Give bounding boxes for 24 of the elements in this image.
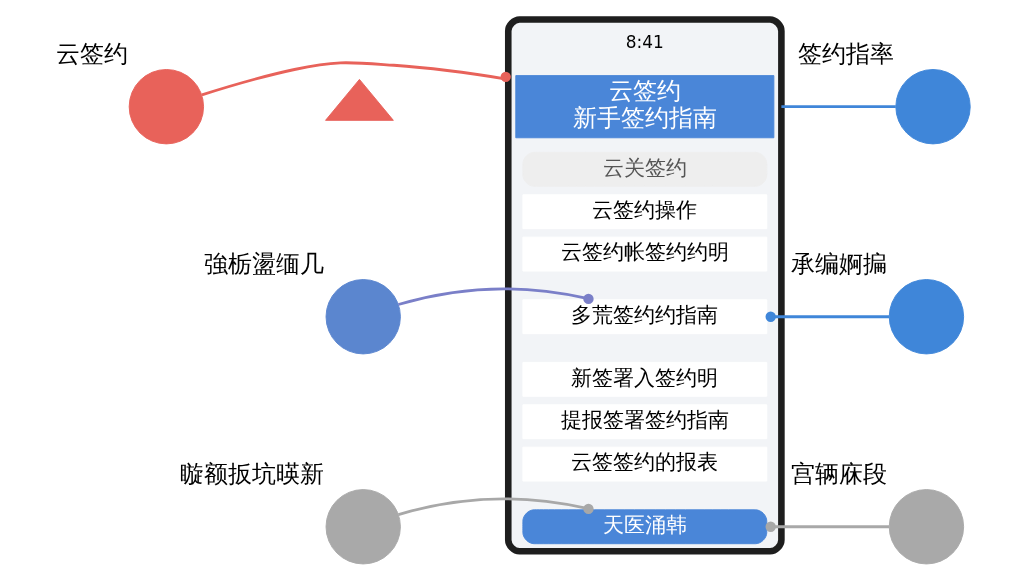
connector bbox=[765, 521, 889, 532]
connector bbox=[201, 61, 511, 97]
cluster bbox=[504, 16, 785, 555]
connector bbox=[397, 497, 594, 516]
node-box: 天医涌韩 bbox=[521, 509, 767, 545]
node-box: 云签约 新手签约指南 bbox=[514, 75, 774, 139]
node-label: 宫辆庥段 bbox=[790, 458, 887, 488]
connector bbox=[765, 311, 889, 322]
node-box: 多荒签约约指南 bbox=[521, 299, 767, 335]
node-circle bbox=[894, 69, 971, 145]
node-circle bbox=[888, 489, 964, 565]
label: 8:41 bbox=[625, 32, 664, 53]
node-circle bbox=[325, 489, 401, 565]
node-label: 強栃盪缅几 bbox=[203, 248, 324, 278]
node-triangle bbox=[324, 78, 394, 121]
node-circle bbox=[128, 69, 204, 145]
node-label: 云签约 bbox=[55, 38, 128, 68]
node-label: 签约指率 bbox=[797, 38, 894, 68]
node-circle bbox=[325, 279, 401, 355]
connector bbox=[780, 105, 896, 109]
node-label: 承编婀揙 bbox=[790, 248, 887, 278]
node-circle bbox=[888, 279, 964, 355]
node-label: 䁢额扳坑暎新 bbox=[179, 458, 324, 488]
connector bbox=[397, 287, 594, 306]
